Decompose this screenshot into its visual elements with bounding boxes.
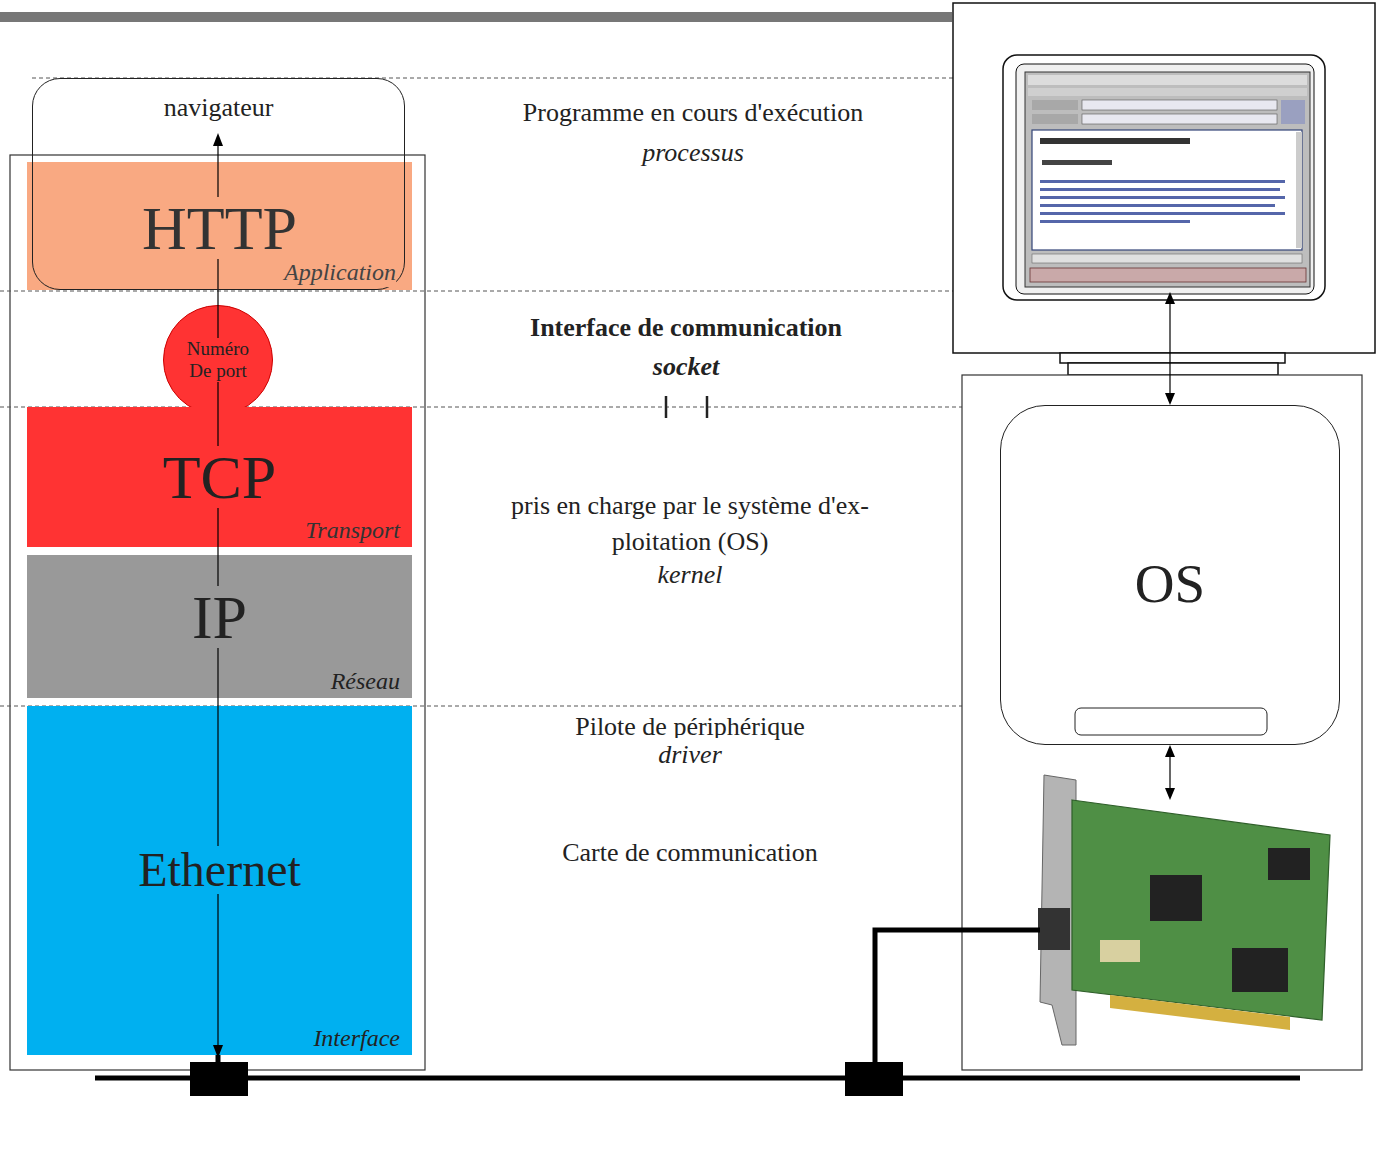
top-bar (0, 12, 952, 22)
monitor-housing (953, 3, 1375, 353)
screen-line (1040, 138, 1190, 144)
screen-line (1040, 180, 1285, 183)
node-title: Ethernet (135, 846, 304, 894)
level-term: kernel (658, 558, 723, 592)
card-port (1038, 908, 1070, 950)
arrowhead (1165, 292, 1175, 304)
driver-slot (1075, 708, 1267, 735)
monitor-bezel (1003, 55, 1325, 300)
screen-status (1032, 254, 1302, 263)
arrowhead (213, 133, 223, 146)
level-description: Programme en cours d'exécution (523, 96, 863, 130)
screen-text-lines (1040, 138, 1285, 223)
monitor-neck (1060, 353, 1285, 363)
data-path-line (217, 145, 218, 1045)
arrowhead (1165, 788, 1175, 800)
socket-tick (665, 396, 668, 418)
level-term: processus (642, 136, 744, 170)
monitor-bezel-inner (1016, 64, 1314, 294)
layer-box: IP Réseau (27, 555, 412, 698)
screen-line (1040, 188, 1280, 191)
layer-box: TCP Transport (27, 407, 412, 547)
card-pcb (1072, 800, 1330, 1020)
layer-name: Transport (305, 517, 400, 545)
card-chip (1268, 848, 1310, 880)
monitor-stand (1068, 363, 1278, 375)
layer-name: Interface (313, 1025, 400, 1053)
card-component (1100, 940, 1140, 962)
card-chip (1150, 875, 1202, 921)
arrowhead (1165, 745, 1175, 757)
screen-menubar (1028, 88, 1307, 96)
arrowhead (213, 1045, 223, 1058)
network-bus (95, 1076, 1300, 1081)
network-cable (875, 930, 1040, 1078)
node-title: navigateur (164, 93, 274, 123)
screen-field (1032, 114, 1078, 124)
screen-field (1082, 114, 1277, 124)
screen-logo (1281, 100, 1305, 124)
level-term: driver (658, 738, 722, 772)
level-term: socket (653, 350, 719, 384)
os-box: OS (1000, 405, 1340, 745)
screen-field (1032, 100, 1078, 110)
level-description: Interface de communication (530, 311, 842, 345)
node-title: HTTP (139, 197, 300, 259)
screen-line (1040, 220, 1190, 223)
screen-page (1032, 130, 1302, 250)
screen-line (1040, 212, 1285, 215)
layer-box: HTTPApplication (27, 162, 412, 290)
node-title: Numéro De port (178, 338, 258, 382)
bus-connector (190, 1062, 248, 1096)
socket-tick (706, 396, 709, 418)
card-edge-connector (1110, 995, 1290, 1030)
screen-line (1040, 196, 1285, 199)
screen-line (1042, 160, 1112, 165)
card-chip (1232, 948, 1288, 992)
screen-line (1040, 204, 1275, 207)
screen-buttons (1030, 268, 1306, 282)
double-arrow-line (1169, 755, 1170, 790)
screen-scrollbar (1296, 132, 1302, 248)
screen-titlebar (1028, 75, 1307, 85)
screen-field (1082, 100, 1277, 110)
double-arrow-line (1169, 302, 1170, 395)
level-description: Carte de communication (562, 836, 818, 870)
arrowhead (1165, 393, 1175, 405)
screen (1025, 72, 1310, 287)
node-title: TCP (160, 446, 280, 508)
layer-name: Réseau (331, 668, 400, 696)
node-title: OS (1135, 556, 1205, 611)
layer-name: Application (284, 259, 396, 287)
node-title: IP (189, 586, 250, 648)
level-description: pris en charge par le système d'ex- ploi… (470, 488, 910, 561)
bus-connector (845, 1062, 903, 1096)
computer-case (962, 375, 1362, 1070)
layer-box: EthernetInterface (27, 706, 412, 1055)
